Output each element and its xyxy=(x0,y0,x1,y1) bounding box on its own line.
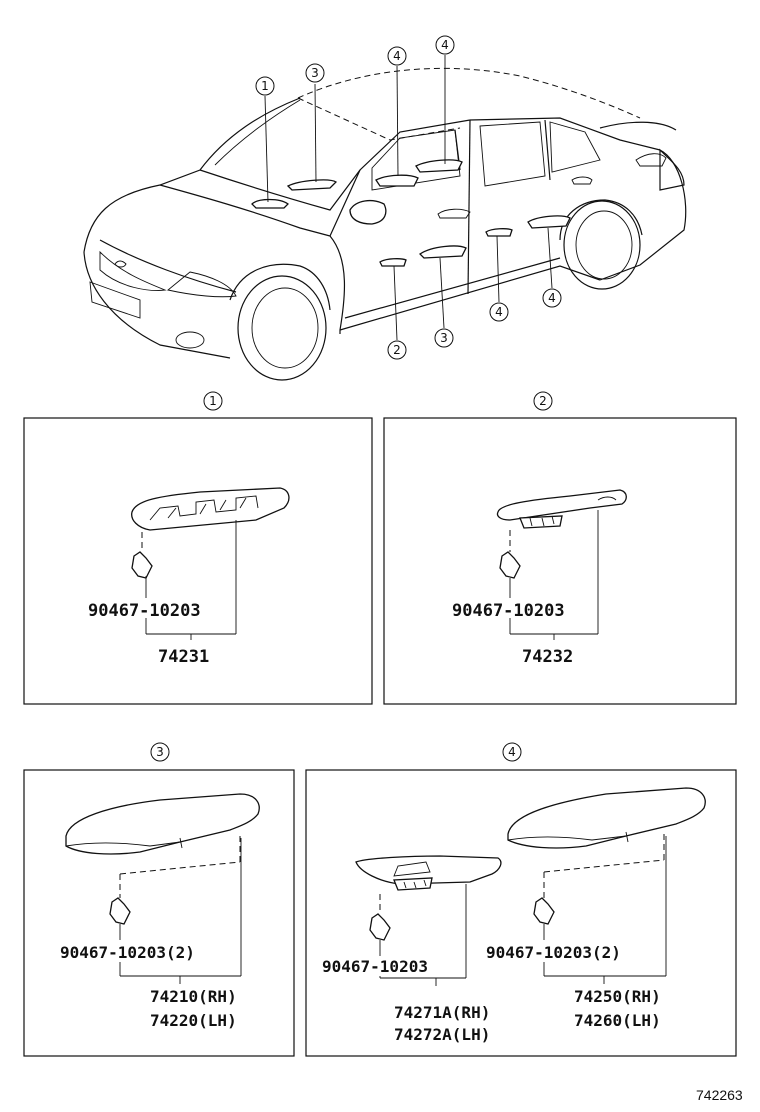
panel-1: 1 90467-10203 74231 xyxy=(23,391,373,705)
callout-3-car-top: 3 xyxy=(305,63,325,83)
callout-4-car-c: 4 xyxy=(489,302,509,322)
panel-4-frame xyxy=(305,769,737,1057)
car-leaders xyxy=(264,55,553,341)
armrest-74250 xyxy=(507,787,706,849)
label-part-74231: 74231 xyxy=(158,647,209,667)
label-clip-90467-10203-p4-left: 90467-10203 xyxy=(322,957,428,976)
svg-text:2: 2 xyxy=(539,394,547,408)
panel-3: 3 90467-10203(2) 74210(RH) 74220(LH) xyxy=(23,742,295,1057)
callout-4-car-a: 4 xyxy=(387,46,407,66)
label-clip-90467-10203-x2-p3: 90467-10203(2) xyxy=(60,943,195,962)
panel-1-callout: 1 xyxy=(203,391,223,411)
switch-base-74232 xyxy=(496,489,627,529)
label-part-74271a-rh: 74271A(RH) xyxy=(394,1003,490,1022)
svg-text:2: 2 xyxy=(393,343,401,357)
switch-base-74271a xyxy=(355,855,502,891)
svg-text:4: 4 xyxy=(548,291,556,305)
callout-4-car-b: 4 xyxy=(435,35,455,55)
clip-90467-10203-p2 xyxy=(499,551,521,579)
label-clip-90467-10203: 90467-10203 xyxy=(88,601,201,621)
label-part-74210-rh: 74210(RH) xyxy=(150,987,237,1006)
svg-text:3: 3 xyxy=(311,66,319,80)
callout-3-car-bottom: 3 xyxy=(434,328,454,348)
svg-text:3: 3 xyxy=(156,745,164,759)
armrest-74210 xyxy=(65,793,260,855)
panel-2-frame xyxy=(383,417,737,705)
svg-text:1: 1 xyxy=(209,394,217,408)
callout-4-car-d: 4 xyxy=(542,288,562,308)
clip-90467-10203-p3 xyxy=(109,897,131,925)
car-overview xyxy=(83,67,687,381)
panel-3-callout: 3 xyxy=(150,742,170,762)
figure-reference-number: 742263 xyxy=(696,1087,743,1103)
svg-text:3: 3 xyxy=(440,331,448,345)
panel-4-callout: 4 xyxy=(502,742,522,762)
callout-1-car: 1 xyxy=(255,76,275,96)
label-part-74272a-lh: 74272A(LH) xyxy=(394,1025,490,1044)
panel-2: 2 90467-10203 74232 xyxy=(383,391,737,705)
switch-base-74231 xyxy=(131,487,290,531)
panel-4: 4 90467-10203 74271A(RH) 74272A(LH) xyxy=(305,742,737,1057)
panel-1-frame xyxy=(23,417,373,705)
clip-90467-10203 xyxy=(131,551,153,579)
label-part-74220-lh: 74220(LH) xyxy=(150,1011,237,1030)
label-clip-90467-10203-p2: 90467-10203 xyxy=(452,601,565,621)
svg-text:1: 1 xyxy=(261,79,269,93)
svg-text:4: 4 xyxy=(508,745,516,759)
svg-text:4: 4 xyxy=(441,38,449,52)
label-clip-90467-10203-x2-p4-right: 90467-10203(2) xyxy=(486,943,621,962)
label-part-74260-lh: 74260(LH) xyxy=(574,1011,661,1030)
panel-3-frame xyxy=(23,769,295,1057)
clip-90467-10203-p4-left xyxy=(369,913,391,941)
callout-2-car: 2 xyxy=(387,340,407,360)
svg-text:4: 4 xyxy=(495,305,503,319)
label-part-74232: 74232 xyxy=(522,647,573,667)
svg-text:4: 4 xyxy=(393,49,401,63)
panel-2-callout: 2 xyxy=(533,391,553,411)
clip-90467-10203-p4-right xyxy=(533,897,555,925)
label-part-74250-rh: 74250(RH) xyxy=(574,987,661,1006)
